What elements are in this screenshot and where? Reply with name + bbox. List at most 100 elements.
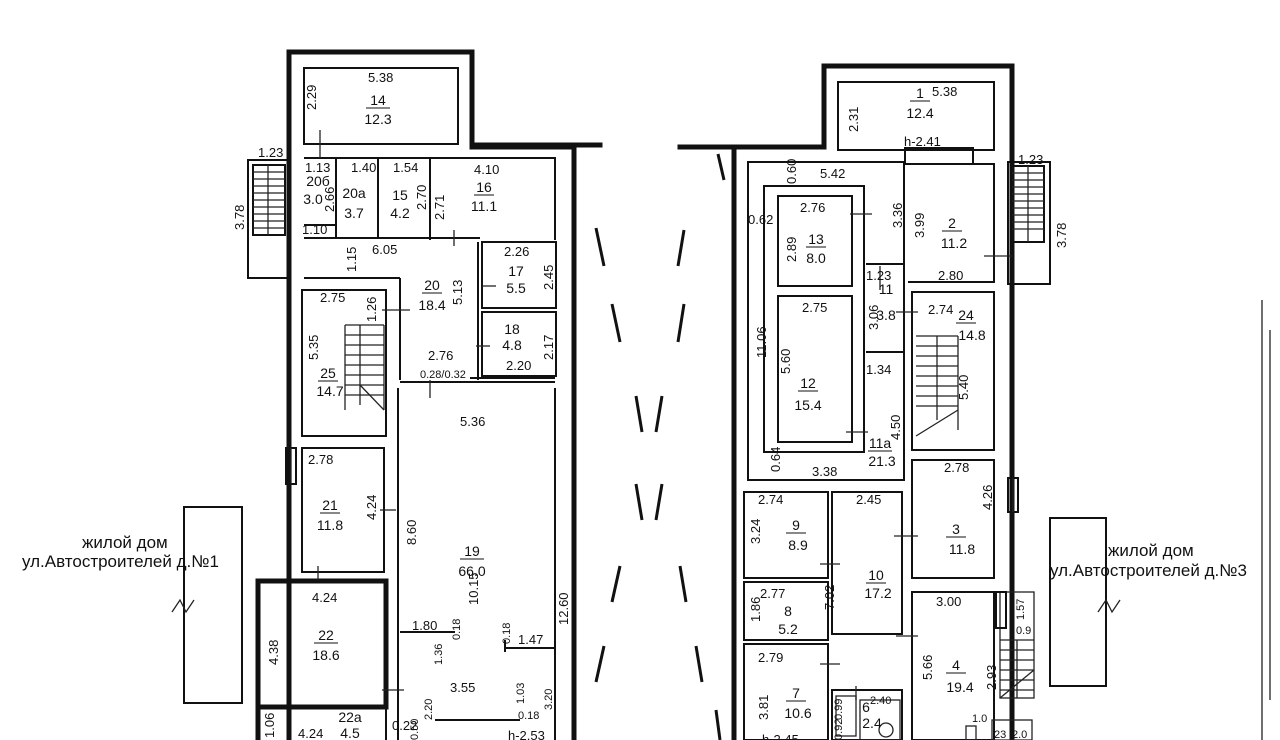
dimension: 1.40 <box>351 160 376 175</box>
dimension: 3.36 <box>890 203 905 228</box>
dimension: 2.29 <box>304 85 319 110</box>
room-area: 66.0 <box>458 563 485 579</box>
dimension: 2.31 <box>846 107 861 132</box>
stair-lower-right-steps <box>991 591 1035 740</box>
dimension: 12.60 <box>556 592 571 625</box>
room-number: 10 <box>868 567 884 583</box>
left-stair-steps <box>253 165 285 235</box>
room-number: 22а <box>338 709 362 725</box>
dimension: 2.77 <box>760 586 785 601</box>
room-number: 11 <box>879 281 894 297</box>
room-number: 11а <box>869 435 892 451</box>
dimension: 10.15 <box>466 572 481 605</box>
room-number: 18 <box>504 321 520 337</box>
room-area: 5.5 <box>506 280 526 296</box>
room-number: 1 <box>916 85 924 101</box>
dimension: 2.20 <box>423 699 435 720</box>
left-house-label: жилой дом <box>82 533 168 552</box>
dimension: 1.23 <box>258 145 283 160</box>
dimension: 0.92 <box>833 719 845 740</box>
dimension: 2.17 <box>541 335 556 360</box>
right-outer-wall <box>731 63 1015 740</box>
stair-24-steps <box>915 335 959 437</box>
room-area: 4.8 <box>502 337 522 353</box>
height-label: h-2.53 <box>508 728 545 740</box>
dimension: 4.38 <box>266 640 281 665</box>
dimension: 3.38 <box>812 464 837 479</box>
room-area: 8.0 <box>806 250 826 266</box>
height-label: h-2.45 <box>762 732 799 740</box>
room-number: 12 <box>800 375 816 391</box>
dimension: 5.13 <box>450 280 465 305</box>
dimension-labels: 5.38 1.23 1.13 1.40 1.54 4.10 1.10 6.05 … <box>232 70 1069 740</box>
room-area: 19.4 <box>946 679 973 695</box>
room-number: 24 <box>958 307 974 323</box>
room-area: 3.0 <box>303 191 323 207</box>
dimension: 0.99 <box>833 699 845 720</box>
dimension: 2.20 <box>506 358 531 373</box>
dimension: 4.24 <box>364 495 379 520</box>
dimension: 4.24 <box>298 726 323 740</box>
room-area: 4.2 <box>390 205 410 221</box>
dimension: 2.26 <box>504 244 529 259</box>
dimension: 1.26 <box>364 297 379 322</box>
dimension: 7.02 <box>822 585 837 610</box>
room-number: 22 <box>318 627 334 643</box>
room-area: 18.4 <box>418 297 445 313</box>
room-number: 19 <box>464 543 480 559</box>
dimension: 2.93 <box>984 665 999 690</box>
dimension: 1.23 <box>1018 152 1043 167</box>
dimension: 11.06 <box>754 326 769 358</box>
dimension: 2.71 <box>432 195 447 220</box>
dimension: 3.81 <box>756 695 771 720</box>
left-house-street: ул.Автостроителей д.№1 <box>22 552 219 571</box>
room-labels: 14 12.3 20б 3.0 20а 3.7 15 4.2 16 11.1 2… <box>303 85 986 740</box>
room-number: 17 <box>508 263 524 279</box>
dimension: 5.40 <box>956 375 971 400</box>
dimension: 0.64 <box>768 447 783 472</box>
dimension: 2.78 <box>944 460 969 475</box>
dimension: 1.23 <box>866 268 891 283</box>
annotations: h-2.41 h-2.53 h-2.45 жилой дом ул.Автост… <box>22 134 1247 740</box>
room-area: 3.7 <box>344 205 364 221</box>
dimension: 4.10 <box>474 162 499 177</box>
dimension: 2.76 <box>800 200 825 215</box>
room-area: 17.2 <box>864 585 891 601</box>
room-number: 21 <box>322 497 338 513</box>
dimension: 3.20 <box>543 689 555 710</box>
dimension: 5.38 <box>368 70 393 85</box>
dimension: 1.86 <box>748 597 763 622</box>
dimension: 1.47 <box>518 632 543 647</box>
dimension: 3.78 <box>1054 223 1069 248</box>
dimension: 0.50 <box>409 719 421 740</box>
stair-25-steps <box>344 324 385 411</box>
room-number: 3 <box>952 521 960 537</box>
dimension: 0.22 <box>392 718 417 733</box>
dimension: 5.36 <box>460 414 485 429</box>
dimension: 2.74 <box>928 302 953 317</box>
room-area: 15.4 <box>794 397 821 413</box>
room-area: 3.8 <box>876 307 896 323</box>
right-neighbor-house <box>1049 517 1107 687</box>
dimension: 1.80 <box>412 618 437 633</box>
room-area: 11.2 <box>941 235 967 251</box>
right-house-label: жилой дом <box>1108 541 1194 560</box>
dimension: 1.06 <box>262 713 277 738</box>
room-area: 11.1 <box>471 198 497 214</box>
room-area: 10.6 <box>784 705 811 721</box>
dimension: 3.00 <box>936 594 961 609</box>
arch-passage-dashes <box>594 153 726 740</box>
dimension: 3.78 <box>232 205 247 230</box>
room-area: 4.5 <box>340 725 360 740</box>
room-number: 16 <box>476 179 492 195</box>
room-area: 5.2 <box>778 621 798 637</box>
dimension: 1.13 <box>305 160 330 175</box>
room-number: 2 <box>948 215 956 231</box>
dimension: 2.74 <box>758 492 783 507</box>
dimension: 1.34 <box>866 362 891 377</box>
dimension: 6.05 <box>372 242 397 257</box>
dimension: 2.89 <box>784 237 799 262</box>
dimension: 3.06 <box>866 305 881 330</box>
height-label: h-2.41 <box>904 134 941 149</box>
